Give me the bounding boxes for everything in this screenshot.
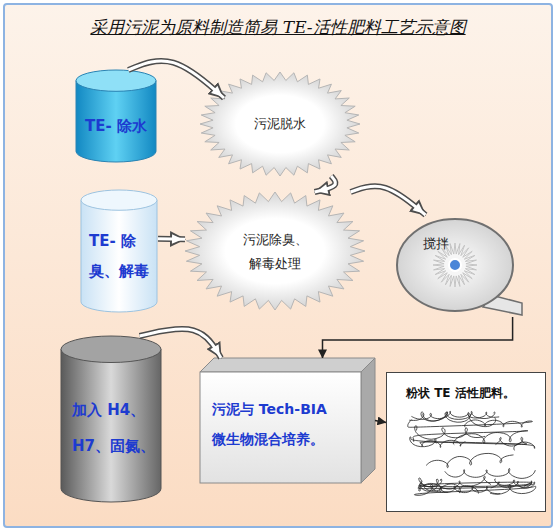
node-outline	[393, 215, 523, 317]
cylinder-top	[61, 336, 161, 363]
arrow-fill	[351, 186, 426, 215]
node-outline	[185, 192, 365, 310]
burst-outline	[200, 72, 360, 176]
page-frame	[4, 4, 552, 527]
flow-arrow	[351, 186, 426, 215]
mixer-drum-outline	[397, 219, 513, 311]
powder-illustration	[408, 411, 536, 495]
node-label: TE- 除臭、解毒	[89, 226, 153, 286]
culture-box: 污泥与 Tech-BIA 微生物混合培养。	[200, 358, 375, 483]
node-label: TE- 除水	[75, 116, 157, 136]
process-burst: 污泥脱水	[200, 72, 360, 176]
powder-squiggle	[415, 426, 485, 440]
flow-arrow	[158, 238, 185, 239]
box-top-face	[200, 358, 375, 372]
cylinder-body	[81, 200, 157, 312]
text-group: 加入 H4、 H7、固氮、	[72, 392, 162, 464]
arrow-fill	[158, 237, 185, 240]
node-outline	[200, 358, 375, 483]
box-side-face	[361, 358, 375, 483]
powder-squiggle	[410, 437, 527, 447]
process-burst: 污泥除臭、解毒处理	[185, 192, 365, 310]
cylinder-top	[76, 70, 156, 91]
burst-outline	[185, 192, 365, 310]
powder-squiggle	[419, 476, 491, 489]
node-label: 污泥脱水	[230, 114, 330, 134]
cylinder-top	[81, 190, 157, 210]
flow-arrow	[315, 176, 336, 192]
powder-squiggle	[408, 420, 533, 428]
node-outline	[75, 70, 157, 162]
node-label: 加入 H4、 H7、固氮、	[72, 392, 162, 464]
tank-cylinder: TE- 除水	[75, 70, 157, 162]
product-frame	[387, 373, 546, 512]
mixer-drum: 搅拌	[393, 215, 523, 317]
mixer-hub	[449, 259, 461, 271]
powder-squiggle	[426, 453, 513, 467]
tank-cylinder: 加入 H4、 H7、固氮、	[60, 336, 162, 502]
arrow-outline	[351, 186, 426, 215]
powder-squiggle	[413, 431, 528, 445]
node-label: 污泥除臭、解毒处理	[239, 228, 311, 276]
powder-squiggle	[424, 485, 500, 493]
text-group: 污泥与 Tech-BIA 微生物混合培养。	[212, 394, 332, 454]
text-group: TE- 除水	[75, 116, 157, 136]
powder-squiggle	[411, 411, 499, 419]
cylinder-body	[76, 81, 156, 162]
arrow-line	[323, 317, 513, 358]
arrow-fill	[315, 176, 336, 192]
product-box: 粉状 TE 活性肥料。	[386, 372, 546, 512]
arrow-line	[375, 421, 386, 423]
tank-cylinder: TE- 除臭、解毒	[80, 190, 158, 312]
powder-squiggle	[418, 481, 535, 491]
node-label: 污泥与 Tech-BIA 微生物混合培养。	[212, 394, 332, 454]
text-group: 污泥脱水	[230, 114, 330, 134]
text-group: 污泥除臭、解毒处理	[239, 228, 311, 276]
arrow-outline	[158, 236, 185, 242]
node-outline	[80, 190, 158, 312]
powder-squiggle	[445, 468, 536, 478]
node-label: 搅拌	[423, 235, 463, 253]
node-label: 粉状 TE 活性肥料。	[406, 384, 542, 402]
arrow-outline	[315, 176, 336, 192]
flow-arrow	[375, 421, 386, 423]
cylinder-body	[61, 349, 161, 502]
flow-arrow	[323, 317, 513, 358]
diagram-title: 采用污泥为原料制造简易 TE-活性肥料工艺示意图	[0, 16, 556, 39]
text-group: 粉状 TE 活性肥料。	[406, 384, 542, 402]
box-front-face	[200, 372, 361, 483]
text-group: 搅拌	[423, 235, 463, 253]
text-group: TE- 除臭、解毒	[89, 226, 153, 286]
